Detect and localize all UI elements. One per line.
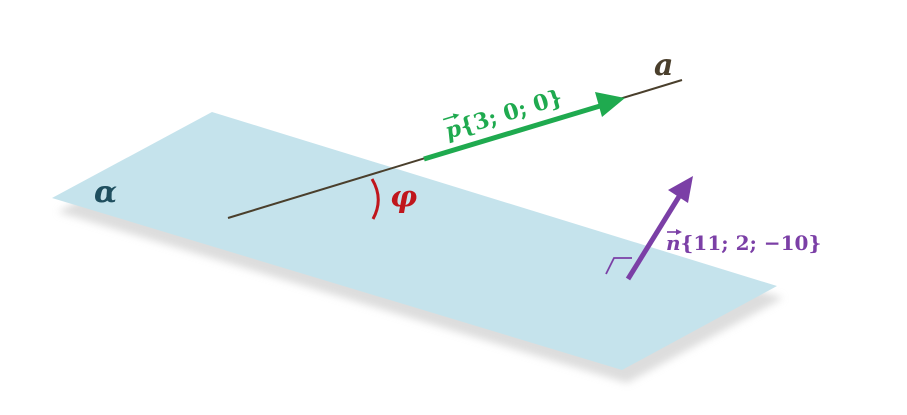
vector-n-over-arrowhead — [676, 229, 682, 235]
right-angle-marker — [605, 257, 632, 275]
vector-n-arrowhead — [668, 176, 693, 203]
vector-p-over-arrowhead — [452, 113, 460, 120]
vector-n-arrow — [625, 193, 683, 281]
angle-label: φ — [390, 180, 417, 215]
vector-p-arrow — [423, 103, 601, 162]
svg-text:n{11; 2; −10}: n{11; 2; −10} — [666, 231, 821, 255]
vector-n-letter: n — [666, 231, 681, 255]
vector-p-arrowhead — [595, 92, 625, 117]
vector-n-coords: {11; 2; −10} — [681, 231, 822, 255]
plane-label: α — [94, 175, 117, 210]
angle-phi-arc — [370, 178, 380, 220]
line-label: a — [654, 48, 673, 83]
vector-n-label: n{11; 2; −10} — [666, 229, 821, 255]
plane-alpha — [52, 112, 777, 370]
